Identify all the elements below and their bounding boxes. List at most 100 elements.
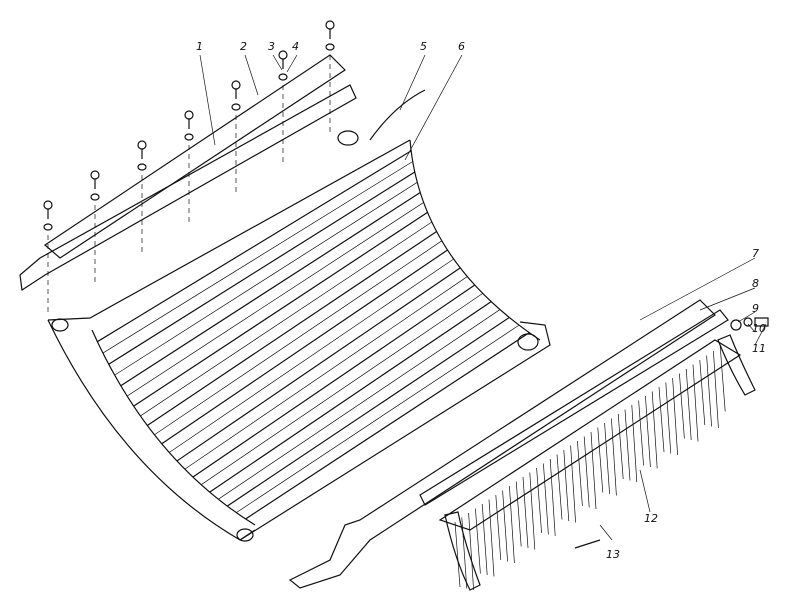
comb-tine bbox=[672, 377, 678, 456]
angle-bar bbox=[19, 84, 357, 292]
comb-grate-12 bbox=[438, 334, 756, 591]
part-label-8: 8 bbox=[752, 277, 759, 290]
comb-tine bbox=[570, 445, 576, 523]
comb-tine bbox=[645, 395, 651, 468]
sieve-slat bbox=[120, 191, 421, 387]
washer bbox=[278, 73, 288, 81]
comb-tine bbox=[502, 490, 508, 562]
washer bbox=[43, 223, 53, 231]
bolt-13 bbox=[574, 539, 601, 549]
sieve-slat bbox=[209, 301, 492, 493]
comb-tine bbox=[543, 463, 549, 535]
bolt-head bbox=[231, 80, 241, 90]
sieve-slat bbox=[146, 230, 437, 426]
leader-line-6 bbox=[404, 54, 463, 161]
leader-line-4 bbox=[286, 54, 298, 73]
part-label-10: 10 bbox=[752, 322, 766, 335]
part-label-3: 3 bbox=[268, 40, 275, 53]
sieve-slat bbox=[192, 284, 476, 478]
bolt-set bbox=[43, 20, 335, 315]
lower-frame-parts bbox=[288, 299, 769, 589]
comb-bar bbox=[438, 339, 742, 531]
comb-tine bbox=[638, 400, 644, 466]
comb-tine bbox=[454, 521, 461, 588]
sieve-slat bbox=[245, 332, 530, 520]
part-label-2: 2 bbox=[240, 40, 247, 53]
sieve-slat bbox=[236, 324, 520, 513]
comb-tine bbox=[719, 346, 726, 412]
comb-tine bbox=[536, 467, 542, 534]
part-label-4: 4 bbox=[292, 40, 299, 53]
part-label-9: 9 bbox=[752, 302, 759, 315]
top-cover-bar bbox=[19, 20, 357, 315]
comb-tine bbox=[577, 440, 583, 507]
sieve-slat bbox=[184, 276, 468, 470]
comb-tines bbox=[454, 346, 726, 591]
rod-8 bbox=[419, 309, 729, 506]
sieve-slat bbox=[218, 309, 501, 500]
leader-line-7 bbox=[639, 257, 756, 321]
sieve-slats bbox=[97, 150, 530, 520]
sieve-slat bbox=[154, 240, 443, 436]
comb-end-plate-right bbox=[717, 334, 756, 396]
comb-tine bbox=[597, 427, 604, 493]
sieve-slat bbox=[201, 293, 483, 486]
rod-5 bbox=[369, 89, 426, 141]
comb-tine bbox=[611, 418, 617, 496]
comb-tine bbox=[522, 476, 529, 549]
comb-tine bbox=[509, 485, 515, 564]
bolt-head bbox=[278, 50, 288, 60]
leader-lines bbox=[199, 54, 767, 541]
bearing-boss-top bbox=[337, 130, 359, 146]
comb-tine bbox=[604, 422, 610, 495]
leader-line-2 bbox=[244, 54, 259, 96]
comb-tine bbox=[556, 454, 563, 520]
bolt-head bbox=[137, 140, 147, 150]
sieve-slat bbox=[161, 249, 448, 445]
comb-tine bbox=[651, 391, 658, 469]
sieve-slat bbox=[176, 267, 461, 462]
comb-tine bbox=[475, 508, 481, 574]
part-label-7: 7 bbox=[752, 247, 759, 260]
sieve-right-curve bbox=[409, 139, 541, 341]
leader-line-3 bbox=[272, 54, 283, 71]
comb-tine bbox=[624, 409, 631, 481]
comb-tine bbox=[549, 458, 556, 537]
comb-tine bbox=[468, 512, 474, 591]
leader-line-11 bbox=[754, 323, 767, 346]
part-label-1: 1 bbox=[196, 40, 203, 53]
leader-line-8 bbox=[699, 287, 756, 311]
washer bbox=[90, 193, 100, 201]
comb-tine bbox=[515, 481, 522, 547]
comb-tine bbox=[706, 355, 712, 427]
part-label-13: 13 bbox=[606, 548, 620, 561]
sieve-bottom-edge bbox=[239, 321, 551, 541]
side-plate-7 bbox=[288, 299, 716, 589]
comb-tine bbox=[631, 404, 638, 483]
comb-tine bbox=[699, 359, 706, 426]
leader-line-12 bbox=[639, 469, 651, 513]
washer-9 bbox=[730, 319, 742, 331]
comb-tine bbox=[461, 517, 468, 589]
washer bbox=[231, 103, 241, 111]
comb-tine bbox=[563, 449, 570, 522]
part-label-11: 11 bbox=[752, 342, 766, 355]
sieve-slat bbox=[97, 150, 412, 343]
pivot-left-top bbox=[51, 318, 69, 332]
part-label-12: 12 bbox=[644, 512, 658, 525]
nut-10 bbox=[743, 317, 753, 327]
comb-tine bbox=[583, 436, 590, 508]
part-label-5: 5 bbox=[420, 40, 427, 53]
sieve-slat bbox=[114, 182, 418, 376]
leader-line-13 bbox=[599, 524, 613, 541]
bolt-11 bbox=[754, 317, 769, 327]
washer bbox=[184, 133, 194, 141]
comb-tine bbox=[658, 386, 665, 453]
leader-line-1 bbox=[199, 54, 216, 146]
comb-tine bbox=[665, 382, 672, 454]
comb-tine bbox=[590, 431, 597, 510]
washer bbox=[325, 43, 335, 51]
leader-line-5 bbox=[399, 54, 426, 111]
bolt-head bbox=[43, 200, 53, 210]
sieve-slat bbox=[169, 258, 454, 453]
